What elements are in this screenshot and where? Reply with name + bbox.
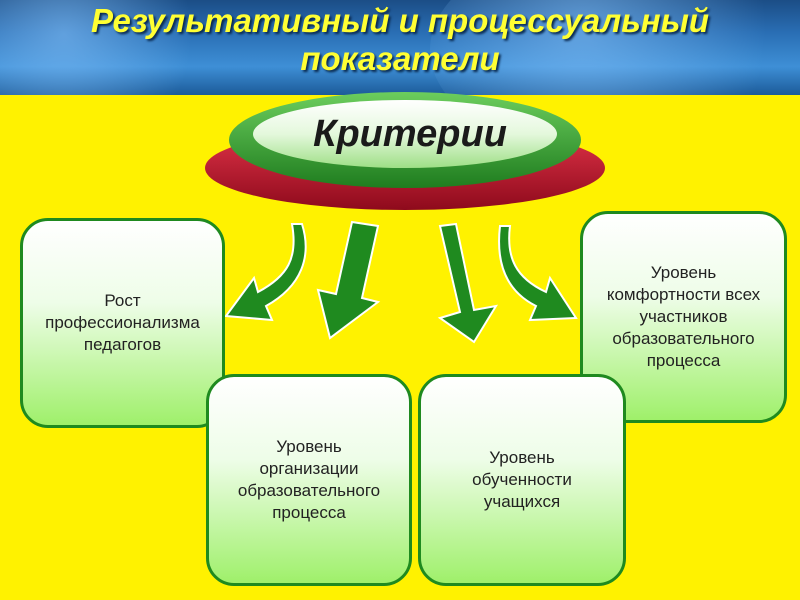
box-left-text: Рост профессионализма педагогов (45, 291, 200, 354)
title-line-2: показатели (300, 40, 500, 77)
title-line-1: Результативный и процессуальный (90, 2, 710, 39)
box-center-left-text: Уровень организации образовательного про… (237, 437, 381, 522)
box-center-left: Уровень организации образовательного про… (206, 374, 412, 586)
hub-inner-disk (253, 100, 557, 168)
header-banner (0, 0, 800, 95)
box-left: Рост профессионализма педагогов (20, 218, 225, 428)
criteria-hub (205, 92, 605, 210)
box-right-text: Уровень комфортности всех участников обр… (606, 263, 761, 370)
hub-label: Критерии (313, 112, 507, 155)
globe-decoration (430, 0, 800, 95)
arrow-curved-left (224, 223, 307, 322)
box-center-right-text: Уровень обученности учащихся (472, 448, 572, 511)
box-right: Уровень комфортности всех участников обр… (580, 211, 787, 423)
page-title: Результативный и процессуальный показате… (0, 2, 800, 78)
globe-decoration (0, 0, 220, 95)
arrow-down-right (437, 222, 499, 344)
arrow-down-left (316, 220, 381, 340)
box-center-right: Уровень обученности учащихся (418, 374, 626, 586)
arrow-curved-right (498, 225, 578, 322)
